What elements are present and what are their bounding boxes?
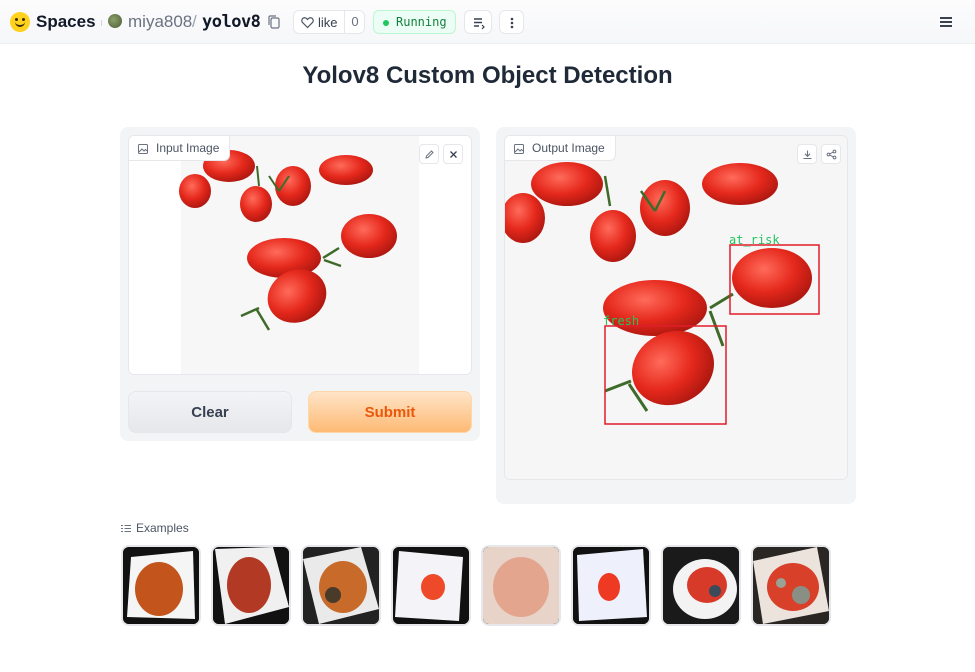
detection-label-at-risk: at_risk	[729, 233, 780, 247]
list-icon	[474, 18, 485, 30]
status-dot-icon	[383, 20, 389, 26]
output-image-box: Output Image	[504, 135, 848, 480]
avatar[interactable]	[108, 14, 122, 28]
download-button[interactable]	[797, 144, 817, 164]
page-title: Yolov8 Custom Object Detection	[302, 62, 673, 89]
path-separator: /	[192, 12, 197, 31]
status-label: Running	[396, 15, 447, 29]
more-options-button[interactable]	[499, 10, 524, 34]
output-image-label: Output Image	[505, 136, 616, 161]
copy-icon[interactable]	[268, 15, 280, 29]
output-detection-photo: at_risk fresh	[505, 136, 847, 479]
like-button[interactable]: like 0	[293, 10, 365, 34]
detection-box-at-risk	[729, 244, 820, 315]
close-icon	[450, 151, 457, 158]
hamburger-menu-icon[interactable]	[938, 14, 954, 30]
example-thumbnail[interactable]	[391, 545, 471, 626]
logs-button[interactable]	[464, 10, 492, 34]
top-bar: Spaces miya808 / yolov8 like 0 Running	[0, 0, 975, 44]
input-image-label-text: Input Image	[156, 141, 220, 155]
output-image-label-text: Output Image	[532, 141, 605, 155]
huggingface-logo-icon[interactable]	[10, 12, 30, 32]
heart-icon	[301, 17, 314, 29]
example-thumbnail[interactable]	[301, 545, 381, 626]
example-thumbnail[interactable]	[481, 545, 561, 626]
example-thumbnail[interactable]	[571, 545, 651, 626]
list-icon	[121, 525, 131, 532]
status-badge[interactable]: Running	[373, 10, 456, 34]
share-icon	[826, 149, 837, 160]
example-thumbnail[interactable]	[121, 545, 201, 626]
pencil-icon	[425, 150, 434, 159]
input-tomato-photo	[129, 136, 471, 374]
image-icon	[514, 144, 524, 154]
more-vertical-icon	[510, 17, 514, 29]
detection-box-fresh	[604, 325, 727, 425]
divider	[101, 20, 102, 26]
spaces-link[interactable]: Spaces	[36, 12, 96, 31]
share-button[interactable]	[821, 144, 841, 164]
edit-image-button[interactable]	[419, 144, 439, 164]
input-image-label: Input Image	[129, 136, 231, 161]
download-icon	[803, 150, 812, 160]
input-image-box[interactable]: Input Image	[128, 135, 472, 375]
example-thumbnail[interactable]	[751, 545, 831, 626]
example-thumbnail[interactable]	[661, 545, 741, 626]
remove-image-button[interactable]	[443, 144, 463, 164]
submit-button[interactable]: Submit	[308, 391, 472, 433]
example-thumbnail[interactable]	[211, 545, 291, 626]
examples-label-text: Examples	[136, 521, 189, 535]
like-count: 0	[344, 11, 365, 33]
detection-label-fresh: fresh	[603, 314, 639, 328]
owner-link[interactable]: miya808	[128, 12, 193, 31]
repo-name-link[interactable]: yolov8	[202, 12, 261, 32]
image-icon	[138, 144, 148, 154]
like-label: like	[318, 15, 338, 30]
clear-button[interactable]: Clear	[128, 391, 292, 433]
